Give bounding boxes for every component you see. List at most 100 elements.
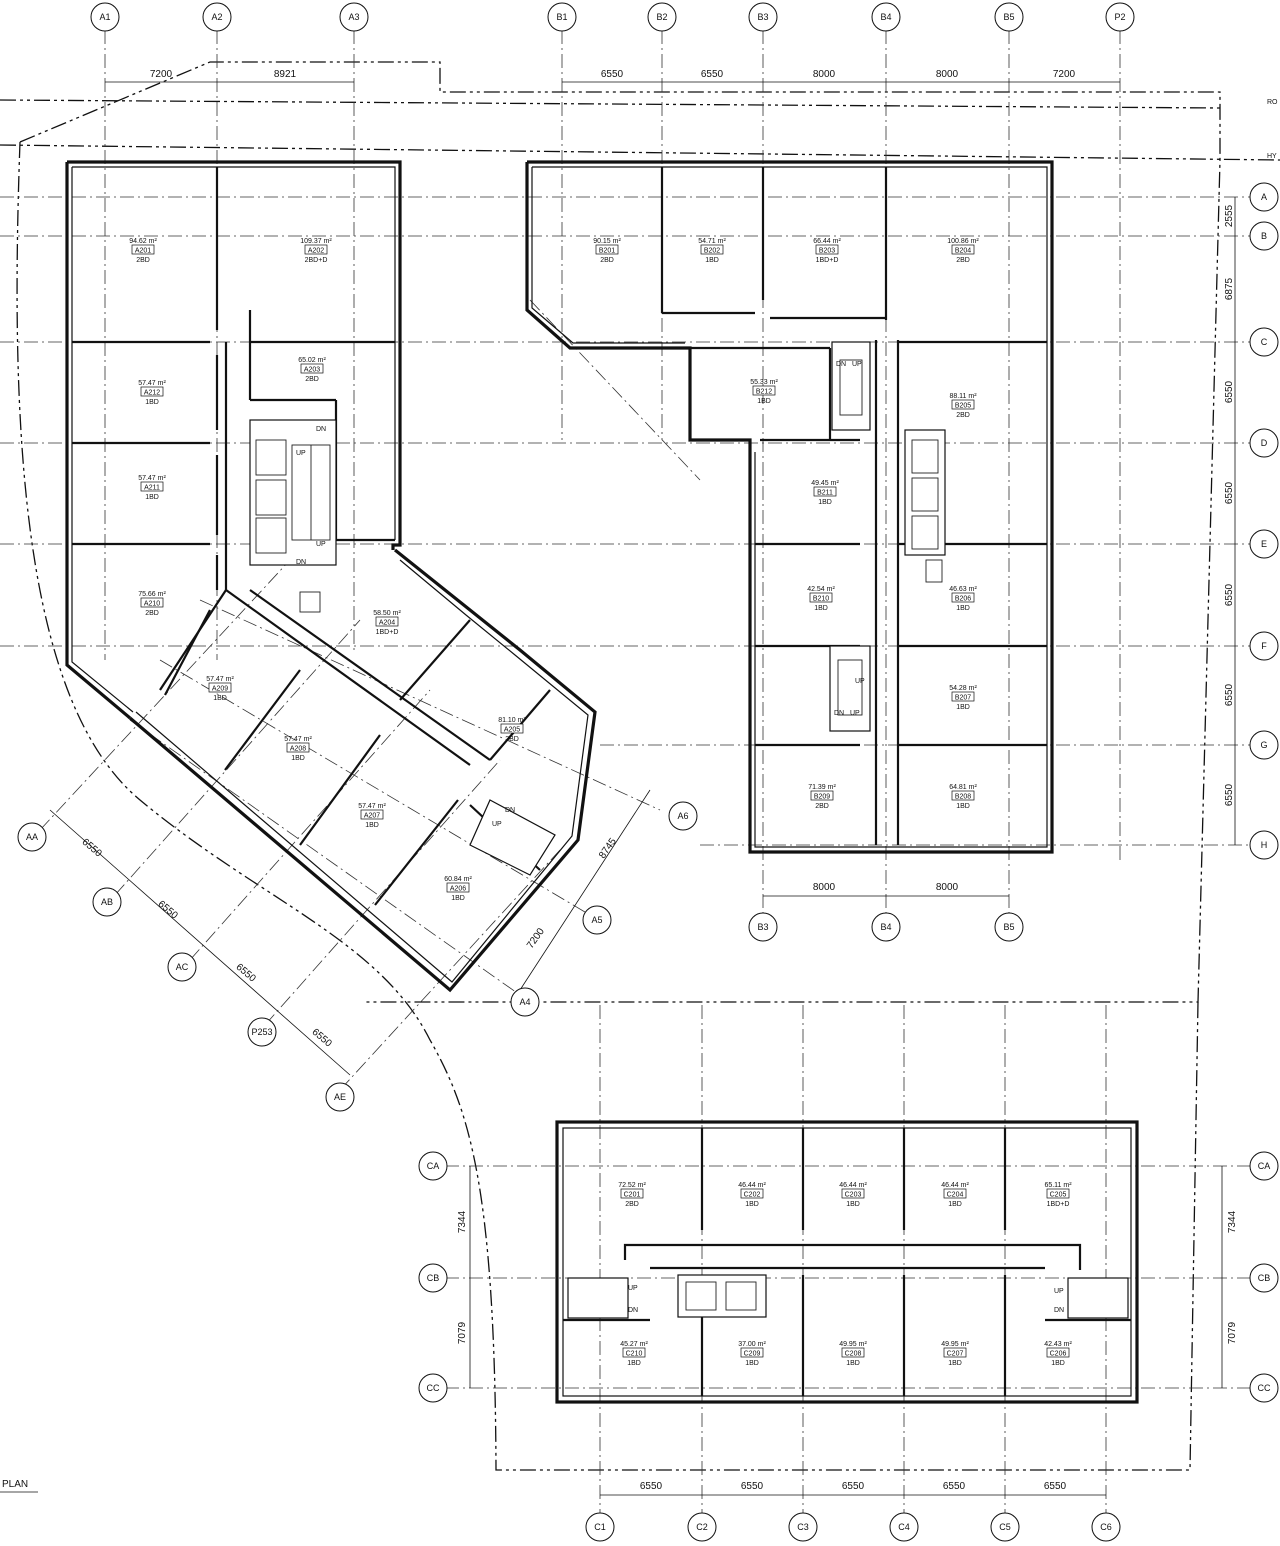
grid-bubble-diag_a_right-1: A5 <box>582 905 612 935</box>
dimension-top_b-3: 8000 <box>936 69 959 80</box>
unit-number: C208 <box>845 1351 862 1358</box>
grid-bubble-label: AC <box>176 962 189 972</box>
unit-number-box <box>809 592 833 603</box>
building-c-elevators <box>677 1274 767 1318</box>
grid-bubble-label: C2 <box>696 1522 708 1532</box>
building-a-walls <box>65 160 402 720</box>
unit-number-box <box>951 399 975 410</box>
unit-number: A209 <box>212 686 228 693</box>
unit-type: 2BD <box>956 412 970 419</box>
grid-bubble-c_bottom-5: C6 <box>1091 1512 1121 1542</box>
grid-bubble-c_bottom-4: C5 <box>990 1512 1020 1542</box>
unit-type: 1BD <box>757 398 771 405</box>
grid-bubble-c_bottom-2: C3 <box>788 1512 818 1542</box>
unit-number-box <box>622 1347 646 1358</box>
dimension-bottom_b-1: 8000 <box>936 882 959 893</box>
unit-number-box <box>700 244 724 255</box>
unit-number: A205 <box>504 727 520 734</box>
dimension-right_b-3: 6550 <box>1224 481 1235 504</box>
grid-bubble-label: AE <box>334 1092 346 1102</box>
building-b-elevators <box>904 429 946 556</box>
unit-type: 1BD <box>1051 1360 1065 1367</box>
stair-label-dn-b2: DN <box>834 710 844 717</box>
stair-label-dn-a3: DN <box>505 807 515 814</box>
grid-bubble-label: B4 <box>880 922 891 932</box>
unit-area: 46.44 m² <box>839 1182 867 1189</box>
unit-number: B209 <box>814 794 830 801</box>
dimension-top_a-0: 7200 <box>150 69 173 80</box>
unit-type: 1BD <box>846 1360 860 1367</box>
unit-type: 1BD <box>145 494 159 501</box>
dimension-right_b-2: 6550 <box>1224 380 1235 403</box>
grid-bubble-label: CA <box>1258 1161 1271 1171</box>
grid-bubble-c_left-0: CA <box>418 1151 448 1181</box>
grid-lines-a-diagonal <box>39 559 661 1091</box>
grid-bubble-label: A1 <box>99 12 110 22</box>
unit-type: 1BD <box>948 1201 962 1208</box>
unit-area: 81.10 m² <box>498 717 526 724</box>
unit-number-box <box>595 244 619 255</box>
unit-number: C207 <box>947 1351 964 1358</box>
grid-bubble-label: B2 <box>656 12 667 22</box>
unit-number-box <box>208 682 232 693</box>
unit-number-box <box>951 244 975 255</box>
unit-number: A201 <box>135 248 151 255</box>
unit-type: 2BD <box>305 376 319 383</box>
unit-area: 109.37 m² <box>300 238 332 245</box>
stair-label-dn-a2: DN <box>296 559 306 566</box>
unit-number: B212 <box>756 389 772 396</box>
unit-number: C203 <box>845 1192 862 1199</box>
unit-number: A212 <box>144 390 160 397</box>
unit-number-box <box>752 385 776 396</box>
dimension-top_b-0: 6550 <box>601 69 624 80</box>
grid-bubble-bottom_b-0: B3 <box>748 912 778 942</box>
unit-type: 1BD+D <box>816 257 839 264</box>
dimension-top_b-2: 8000 <box>813 69 836 80</box>
grid-bubble-diag_a_right-0: A6 <box>668 801 698 831</box>
grid-bubble-top_a-0: A1 <box>90 2 120 32</box>
grid-bubble-right_b-6: G <box>1249 730 1279 760</box>
unit-area: 46.44 m² <box>941 1182 969 1189</box>
dimension-diag_a_left-2: 6550 <box>234 962 258 985</box>
unit-number: A203 <box>304 367 320 374</box>
dimension-c_right-0: 7344 <box>1227 1210 1238 1233</box>
grid-bubble-top_b-4: B5 <box>994 2 1024 32</box>
unit-number: A210 <box>144 601 160 608</box>
grid-bubble-right_b-1: B <box>1249 221 1279 251</box>
grid-bubble-right_b-5: F <box>1249 631 1279 661</box>
dimension-right_b-4: 6550 <box>1224 583 1235 606</box>
unit-number: B211 <box>817 490 833 497</box>
grid-bubble-label: CC <box>1258 1383 1271 1393</box>
dimension-c_bottom-1: 6550 <box>741 1481 764 1492</box>
unit-number: A202 <box>308 248 324 255</box>
unit-area: 49.45 m² <box>811 480 839 487</box>
grid-bubble-label: B5 <box>1003 12 1014 22</box>
dimension-top_b-1: 6550 <box>701 69 724 80</box>
grid-bubble-label: P253 <box>251 1027 272 1037</box>
unit-area: 64.81 m² <box>949 784 977 791</box>
grid-bubble-label: B5 <box>1003 922 1014 932</box>
unit-area: 45.27 m² <box>620 1341 648 1348</box>
unit-area: 72.52 m² <box>618 1182 646 1189</box>
dimension-c_left-0: 7344 <box>457 1210 468 1233</box>
unit-area: 57.47 m² <box>358 803 386 810</box>
unit-type: 1BD <box>627 1360 641 1367</box>
unit-type: 1BD <box>213 695 227 702</box>
stair-label-up-b3: UP <box>850 710 860 717</box>
shaft-a <box>299 591 321 613</box>
unit-number-box <box>951 790 975 801</box>
building-a-core <box>249 419 337 566</box>
